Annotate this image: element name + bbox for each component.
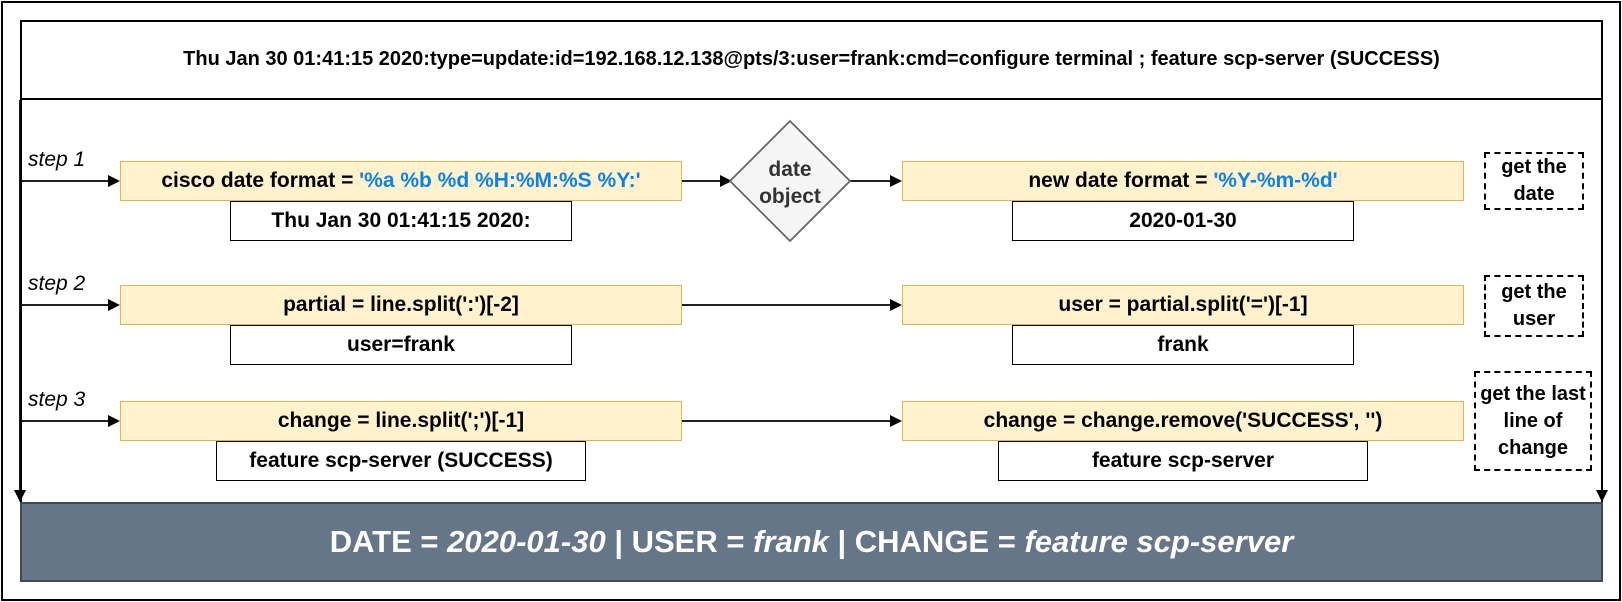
result-date-value: 2020-01-30 — [447, 524, 606, 559]
step2-note-text: get the user — [1501, 281, 1567, 330]
step1-input-box: cisco date format = '%a %b %d %H:%M:%S %… — [120, 161, 682, 201]
step2-input-value: user=frank — [347, 333, 455, 356]
step2-output-expr: user = partial.split('=')[-1] — [1058, 293, 1308, 316]
step1-input-value: Thu Jan 30 01:41:15 2020: — [271, 209, 531, 232]
log-line-header: Thu Jan 30 01:41:15 2020:type=update:id=… — [20, 20, 1603, 100]
result-change-value: feature scp-server — [1024, 524, 1294, 559]
step1-input-code: '%a %b %d %H:%M:%S %Y:' — [359, 169, 641, 192]
step1-note: get the date — [1484, 152, 1584, 210]
step2-input-box: partial = line.split(':')[-2] — [120, 285, 682, 325]
step3-input-value-box: feature scp-server (SUCCESS) — [216, 441, 586, 481]
step3-input-value: feature scp-server (SUCCESS) — [249, 449, 553, 472]
step1-input-value-box: Thu Jan 30 01:41:15 2020: — [230, 201, 572, 241]
result-change-label: | CHANGE = — [828, 524, 1025, 559]
date-object-label: date object — [759, 158, 821, 208]
step1-output-value: 2020-01-30 — [1129, 209, 1237, 232]
log-line-text: Thu Jan 30 01:41:15 2020:type=update:id=… — [183, 47, 1440, 70]
step2-output-box: user = partial.split('=')[-1] — [902, 285, 1464, 325]
step3-input-box: change = line.split(';')[-1] — [120, 401, 682, 441]
step1-note-text: get the date — [1501, 156, 1567, 205]
step3-output-expr: change = change.remove('SUCCESS', '') — [983, 409, 1383, 432]
result-date-label: DATE = — [329, 524, 448, 559]
step2-output-value-box: frank — [1012, 325, 1354, 365]
step2-note: get the user — [1484, 275, 1584, 337]
result-banner: DATE = 2020-01-30 | USER = frank | CHANG… — [20, 502, 1603, 582]
date-object-diamond — [728, 119, 852, 243]
step1-input-prefix: cisco date format = — [161, 169, 360, 192]
step3-note: get the last line of change — [1474, 371, 1592, 471]
step3-note-text: get the last line of change — [1480, 382, 1586, 459]
result-user-label: | USER = — [605, 524, 754, 559]
step2-input-expr: partial = line.split(':')[-2] — [283, 293, 519, 316]
step3-output-value: feature scp-server — [1091, 449, 1275, 472]
step3-output-box: change = change.remove('SUCCESS', '') — [902, 401, 1464, 441]
step1-output-prefix: new date format = — [1028, 169, 1214, 192]
result-user-value: frank — [753, 524, 829, 559]
step3-label: step 3 — [28, 388, 86, 411]
step1-output-code: '%Y-%m-%d' — [1213, 169, 1338, 192]
step2-label: step 2 — [28, 272, 86, 295]
step1-output-box: new date format = '%Y-%m-%d' — [902, 161, 1464, 201]
step3-input-expr: change = line.split(';')[-1] — [277, 409, 525, 432]
step1-label: step 1 — [28, 148, 86, 171]
step2-input-value-box: user=frank — [230, 325, 572, 365]
step3-output-value-box: feature scp-server — [998, 441, 1368, 481]
step2-output-value: frank — [1157, 333, 1209, 356]
step1-output-value-box: 2020-01-30 — [1012, 201, 1354, 241]
